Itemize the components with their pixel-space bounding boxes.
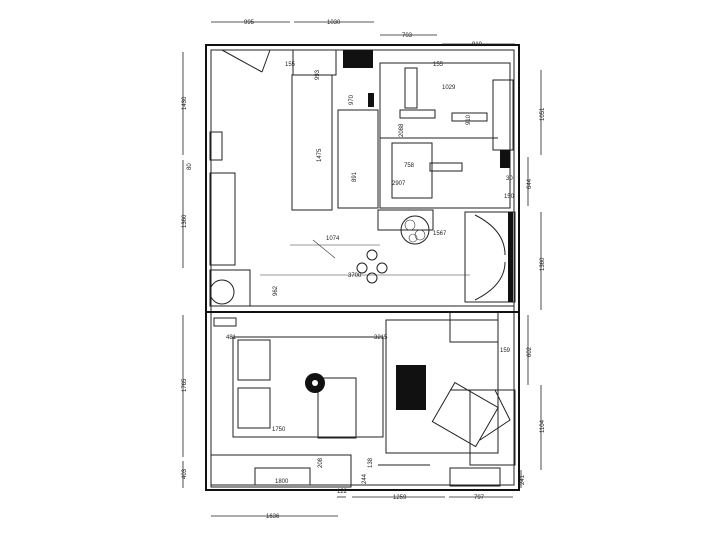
dim-label: 138 [368,457,374,468]
outer-walls [205,44,520,491]
dim-label: 993 [315,69,321,80]
rug-icon [305,373,325,393]
dim-label: 159 [500,348,511,354]
dim-label: 1800 [275,479,289,485]
dim-label: 3700 [348,273,362,279]
dim-label: 150 [504,194,515,200]
bedroom [210,311,516,488]
dim-label: 797 [474,495,485,501]
dim-label: 995 [244,20,255,26]
dim-label: 30 [506,176,513,182]
dim-label: 910 [472,42,483,48]
interior-dimensions: 155 155 993 970 1475 2088 891 758 2907 1… [226,62,515,484]
dim-label: 2088 [399,123,405,137]
upper-rooms [209,49,516,307]
dim-label: 1029 [442,85,456,91]
dim-label: 602 [527,346,533,357]
plant-icon [400,215,430,245]
dim-label: 1567 [433,231,447,237]
dim-label: 1750 [272,427,286,433]
dim-label: 2907 [392,181,406,187]
dim-label: 1030 [327,20,341,26]
bottom-dimensions: 1800 122 1259 797 1636 [266,479,485,520]
dim-label: 1636 [266,514,280,520]
dim-label: 1074 [326,236,340,242]
dim-label: 208 [318,457,324,468]
dim-label: 122 [337,489,348,495]
dim-label: 241 [520,474,526,485]
dim-label: 1104 [540,419,546,433]
dim-label: 403 [182,468,188,479]
dim-label: 1360 [540,257,546,271]
dim-label: 3215 [374,335,388,341]
dim-label: 1430 [182,96,188,110]
dim-label: 891 [352,171,358,182]
dim-label: 910 [466,114,472,125]
stool-icon [356,249,388,284]
dim-label: 1765 [182,378,188,392]
dim-label: 1259 [393,495,407,501]
dim-label: 962 [273,285,279,296]
dim-label: 1360 [182,214,188,228]
right-dimensions: 1051 644 1360 602 1104 241 [520,107,546,485]
dim-label: 970 [349,94,355,105]
dim-label: 80 [187,163,193,170]
dim-label: 644 [527,178,533,189]
dim-label: 155 [433,62,444,68]
dim-label: 244 [362,473,368,484]
dim-label: 155 [285,62,296,68]
dim-label: 758 [404,163,415,169]
dimension-lines [182,21,542,517]
left-dimensions: 1430 80 1360 1765 403 [182,96,193,479]
dim-label: 1475 [317,148,323,162]
dim-label: 1051 [540,107,546,121]
dim-label: 703 [402,33,413,39]
dim-label: 481 [226,335,237,341]
top-dimensions: 995 1030 703 910 [244,20,483,48]
